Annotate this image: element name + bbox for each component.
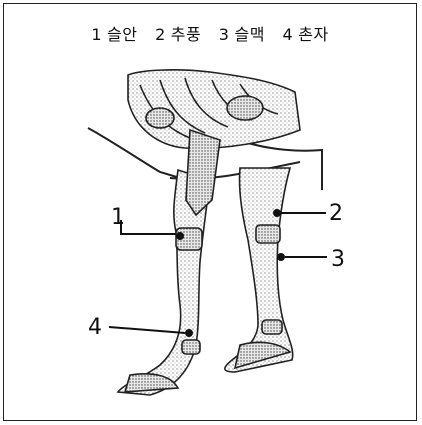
point-1-marker: [176, 232, 184, 240]
front-leg-near: [118, 130, 220, 395]
point-2-marker: [273, 209, 281, 217]
rib-cage: [128, 70, 300, 148]
callout-1: 1: [111, 205, 125, 230]
point-3-marker: [277, 253, 285, 261]
leader-line-1: [121, 220, 176, 234]
point-4-marker: [185, 329, 193, 337]
callout-4: 4: [88, 315, 102, 340]
leader-line-4: [109, 327, 185, 333]
callout-3: 3: [331, 247, 345, 272]
callout-2: 2: [329, 201, 343, 226]
front-leg-far: [225, 168, 293, 372]
leader-lines: [109, 213, 327, 333]
